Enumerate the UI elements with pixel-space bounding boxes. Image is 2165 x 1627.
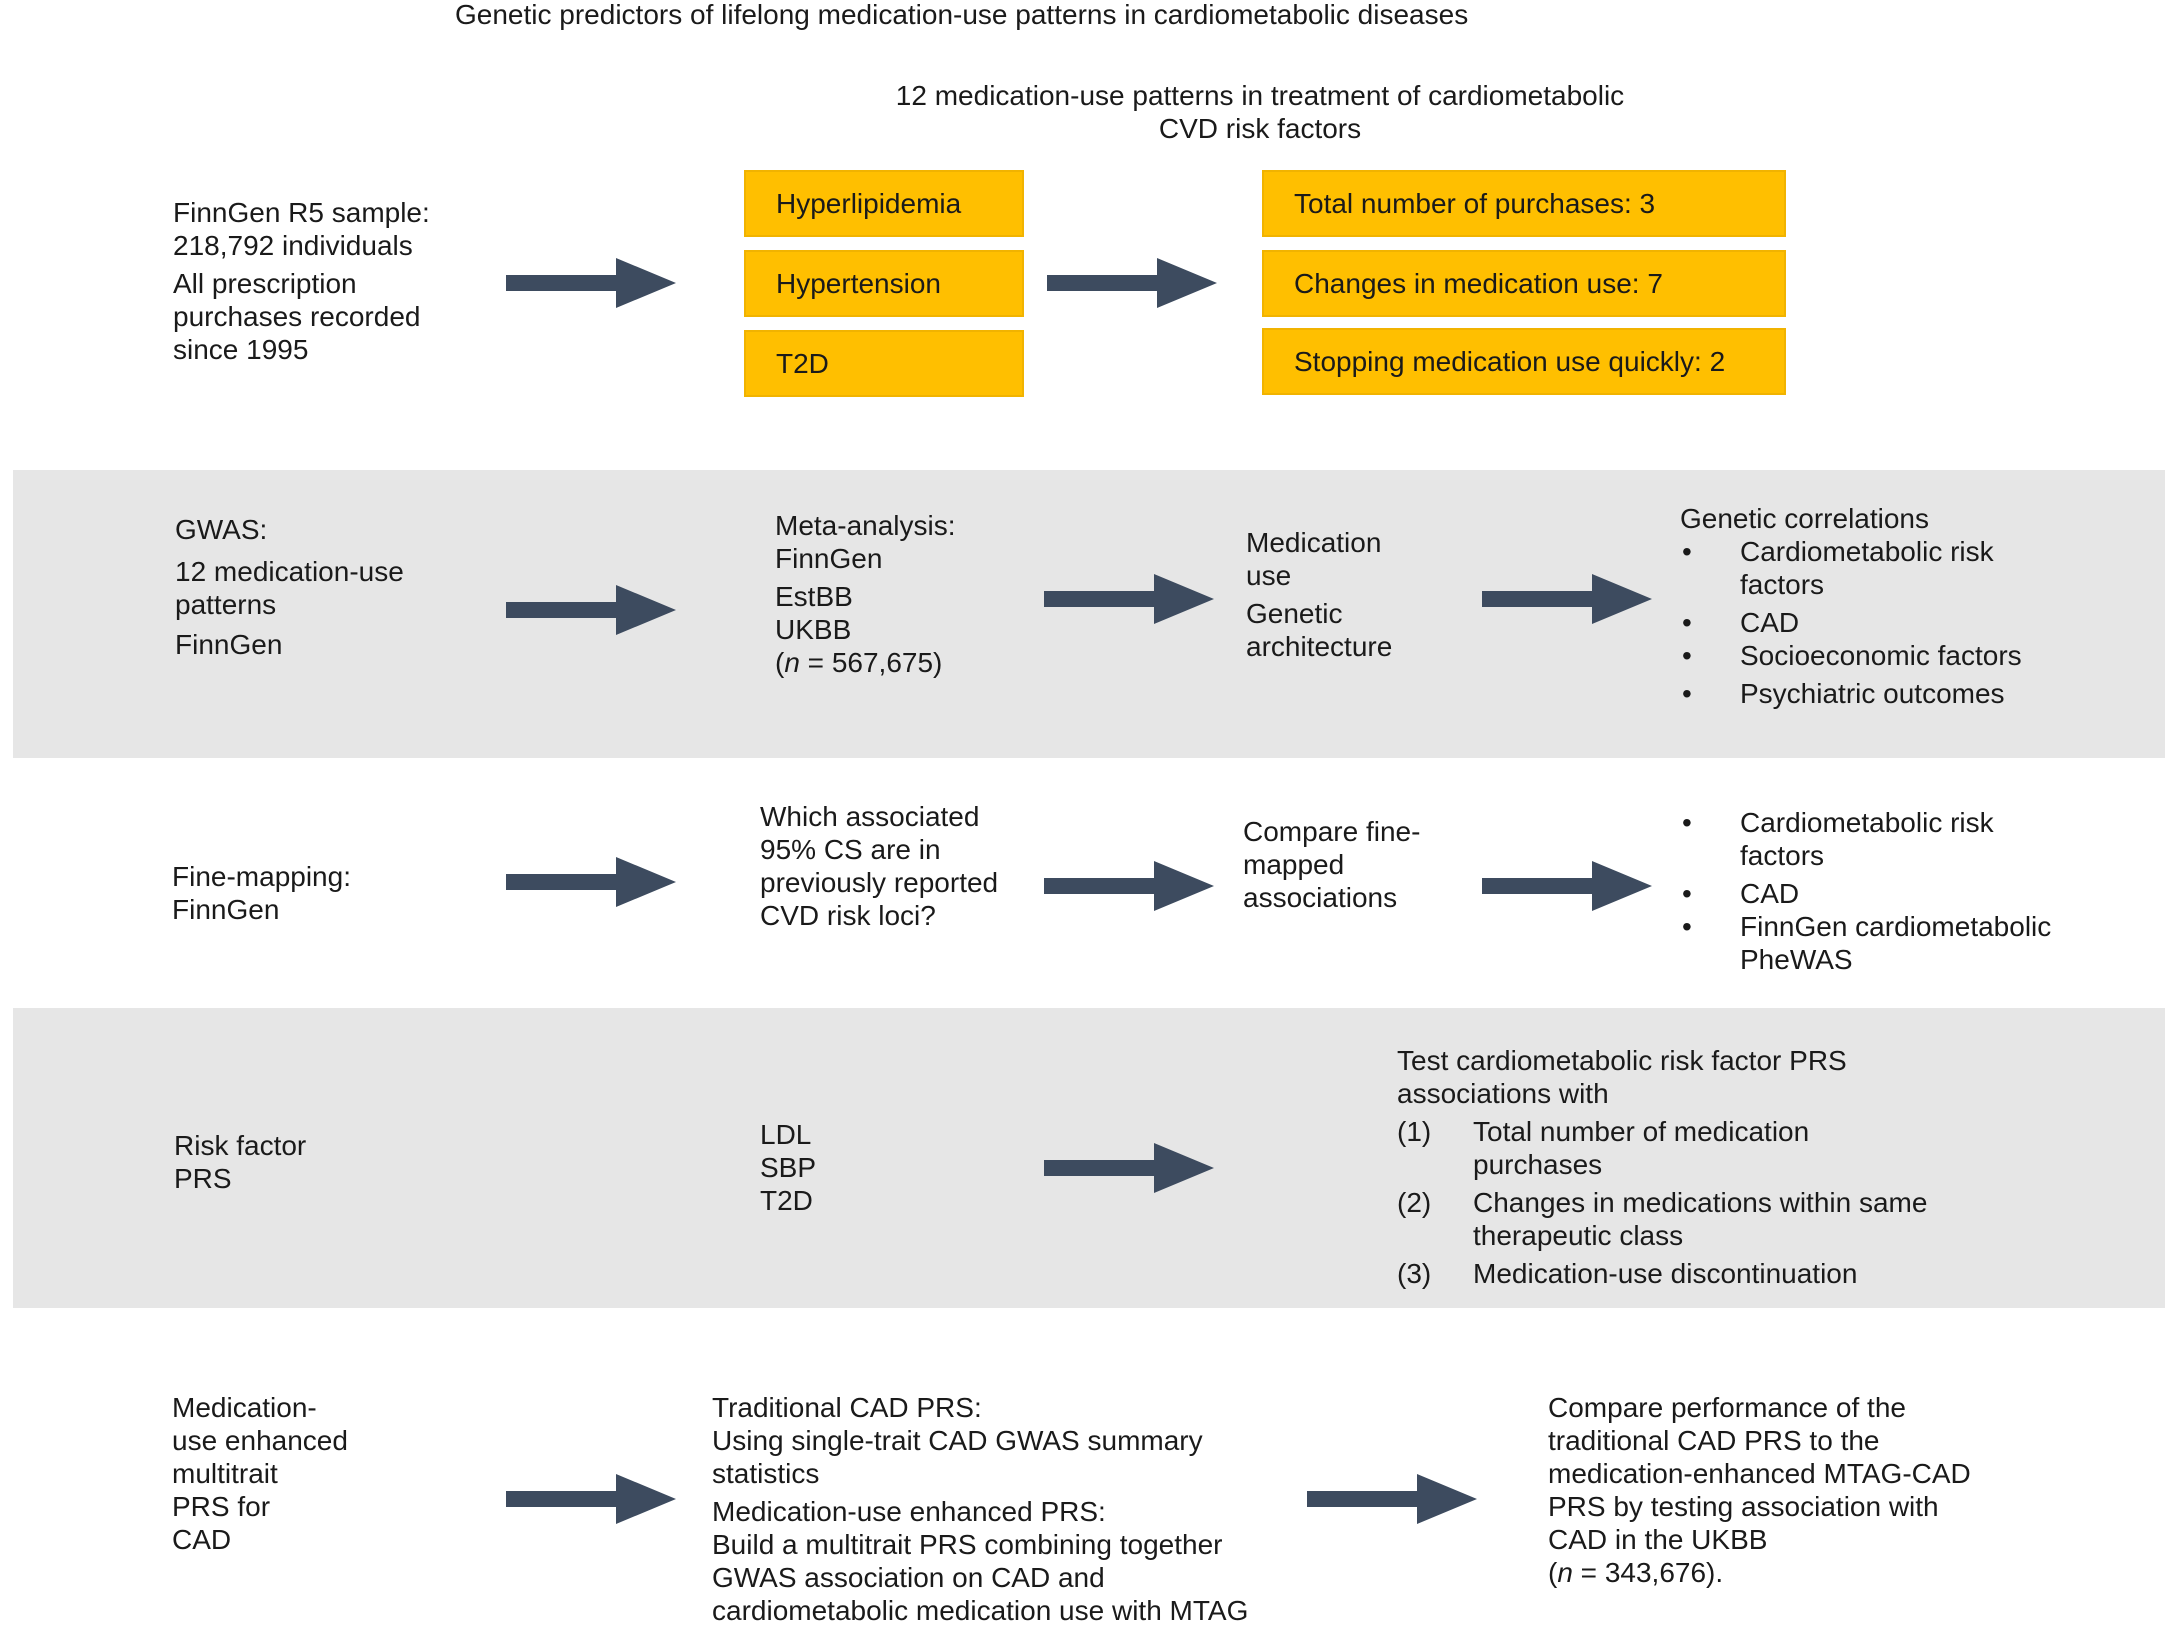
finngen-sample: FinnGen R5 sample: 218,792 individuals A… [173,197,430,365]
disease-box-hypertension: Hypertension [744,250,1024,317]
compare-fine-mapped: Compare fine- mapped associations [1243,816,1421,913]
arrow-icon [1482,574,1652,624]
disease-box-hyperlipidemia: Hyperlipidemia [744,170,1024,237]
arrow-icon [1044,574,1214,624]
prs-methods: Traditional CAD PRS: Using single-trait … [712,1392,1249,1626]
risk-factor-prs-label: Risk factor PRS [174,1130,307,1194]
gwas-label: GWAS: 12 medication-use patterns FinnGen [175,514,404,660]
genetic-correlations: Genetic correlations • Cardiometabolic r… [1680,503,2022,709]
arrow-icon [1044,1143,1214,1193]
list-item: • Socioeconomic factors [1682,640,2022,671]
arrow-icon [506,258,676,308]
arrow-icon [506,585,676,635]
medication-enhanced-prs-label: Medication- use enhanced multitrait PRS … [172,1392,348,1555]
meta-analysis: Meta-analysis: FinnGen EstBB UKBB (n = 5… [775,510,956,678]
disease-box-t2d: T2D [744,330,1024,397]
list-item: • CAD [1682,607,1800,638]
list-item: • CAD [1682,878,1800,909]
cs-question: Which associated 95% CS are in previousl… [760,801,999,931]
compare-performance: Compare performance of the traditional C… [1548,1392,1971,1588]
prs-traits: LDL SBP T2D [760,1119,817,1216]
arrow-icon [1307,1474,1477,1524]
list-item: (3) Medication-use discontinuation [1397,1258,1858,1289]
prs-test-associations: Test cardiometabolic risk factor PRS ass… [1397,1045,1928,1289]
pattern-box-stopping: Stopping medication use quickly: 2 [1262,328,1786,395]
figure-title: Genetic predictors of lifelong medicatio… [455,0,1469,30]
patterns-header: 12 medication-use patterns in treatment … [895,80,1625,144]
pattern-box-changes: Changes in medication use: 7 [1262,250,1786,317]
arrow-icon [1044,861,1214,911]
gwas-band [13,470,2165,758]
arrow-icon [506,1474,676,1524]
prs-band [13,1008,2165,1308]
medication-use-genetic-architecture: Medication use Genetic architecture [1246,527,1393,662]
arrow-icon [506,857,676,907]
pattern-box-total-purchases: Total number of purchases: 3 [1262,170,1786,237]
arrow-icon [1482,861,1652,911]
arrow-icon [1047,258,1217,308]
list-item: • Psychiatric outcomes [1682,678,2005,709]
fine-mapping-label: Fine-mapping: FinnGen [172,861,351,925]
